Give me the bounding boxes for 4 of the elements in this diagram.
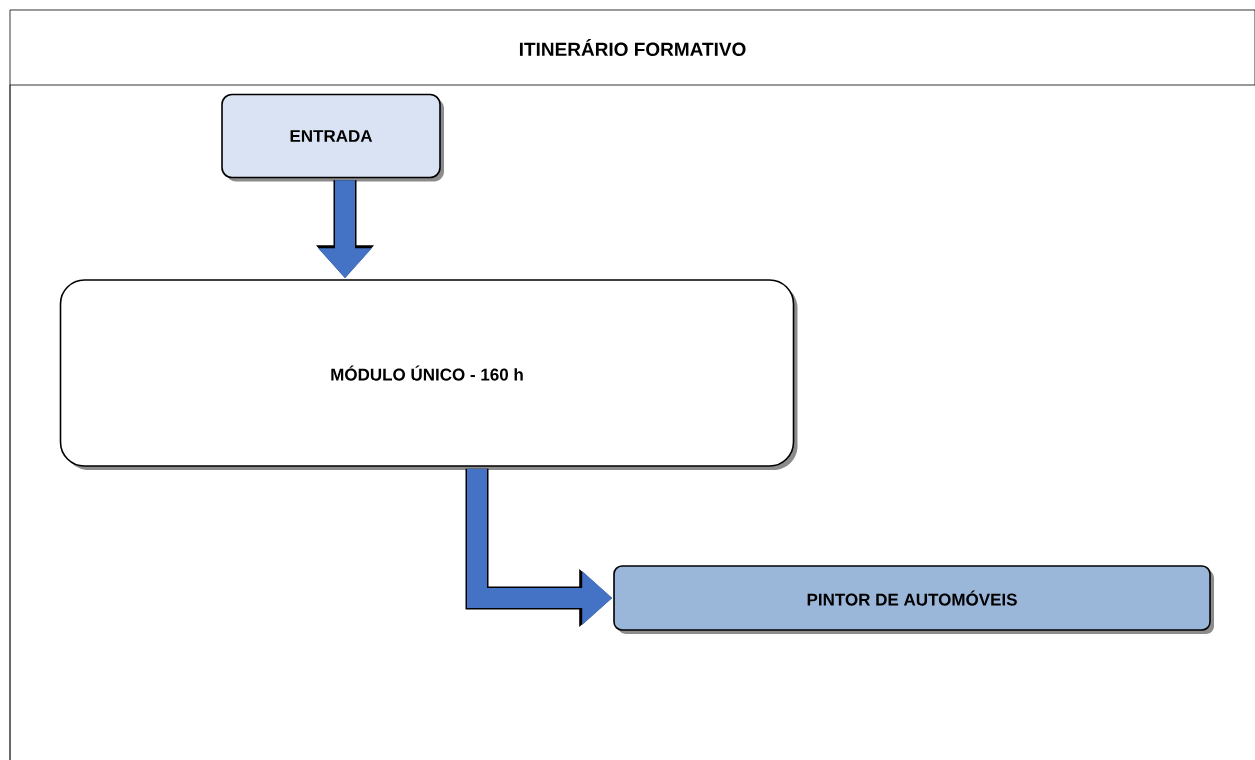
module-box: MÓDULO ÚNICO - 160 h: [59, 279, 798, 470]
outcome-box: PINTOR DE AUTOMÓVEIS: [613, 565, 1214, 634]
title-band: ITINERÁRIO FORMATIVO: [9, 9, 1255, 86]
process-box: ENTRADA: [221, 93, 444, 182]
